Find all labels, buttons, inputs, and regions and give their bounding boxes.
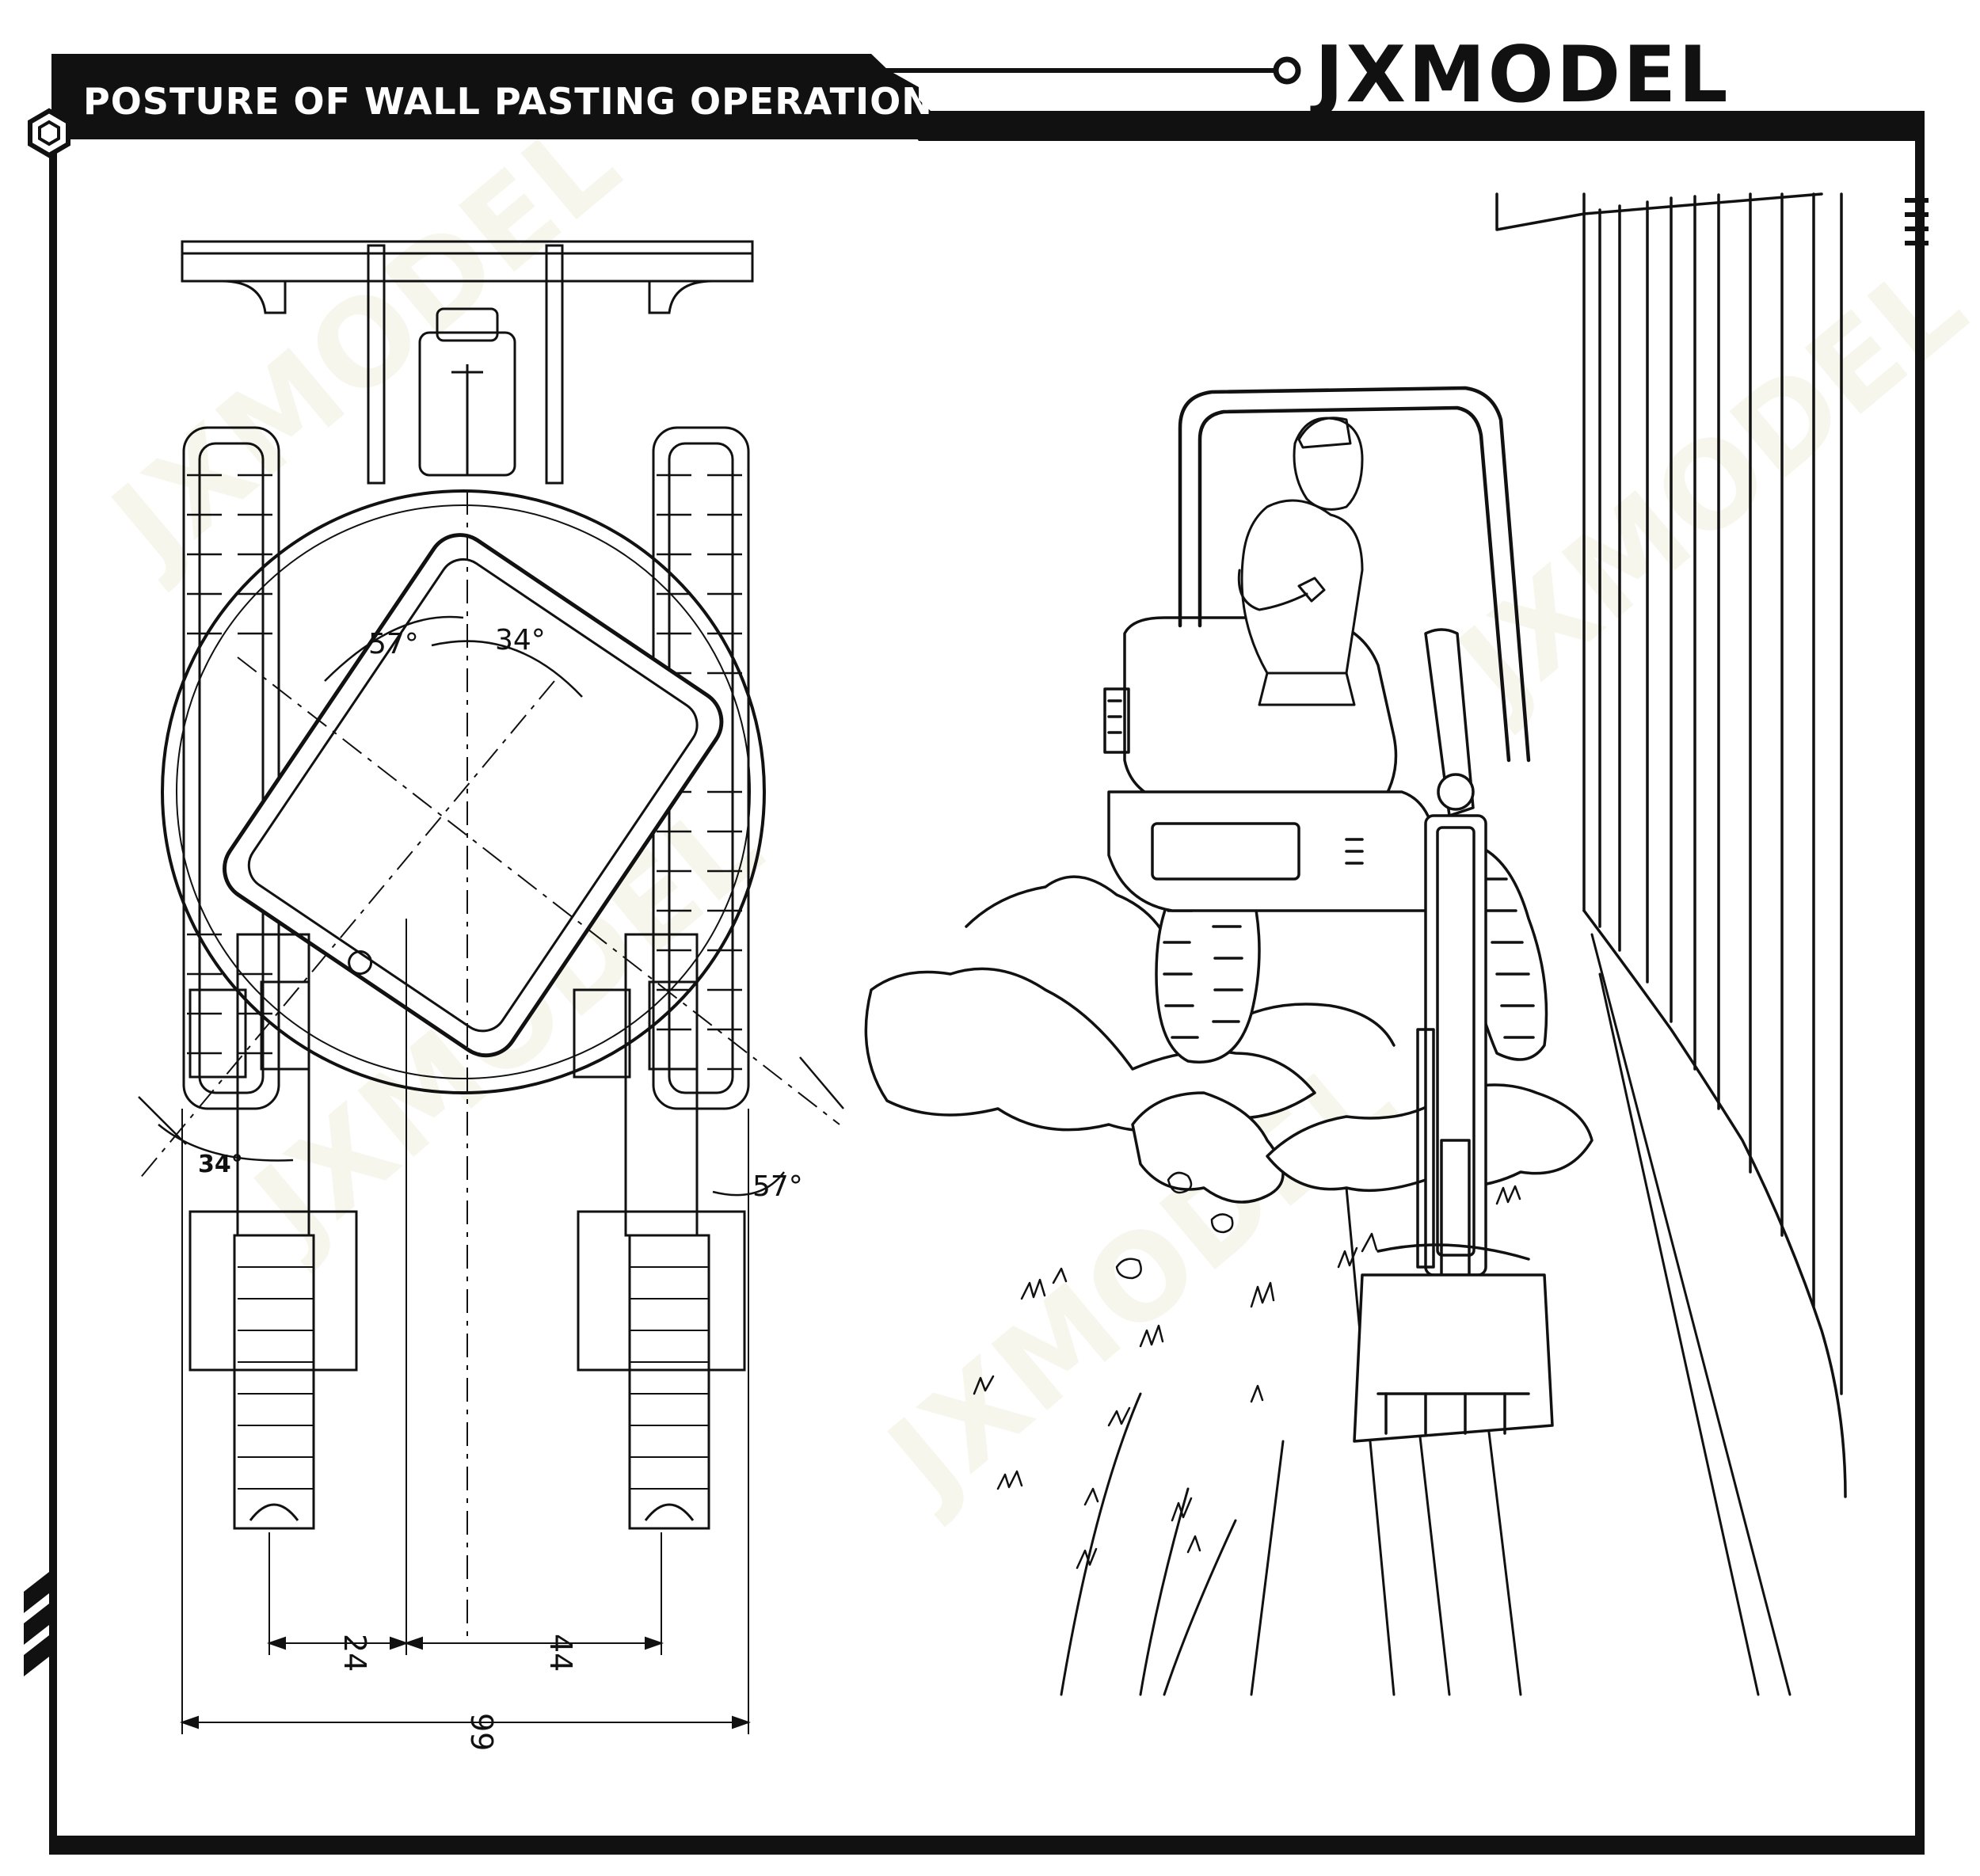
dimension-label-24: 24 [337, 1634, 372, 1672]
left-track [182, 426, 280, 1110]
side-stripe [24, 1635, 49, 1676]
angle-label-34-boom: 34° [198, 1151, 243, 1178]
side-stripe [24, 1572, 49, 1613]
title-tab [51, 54, 919, 139]
side-tick [1905, 198, 1929, 203]
header-node-icon [1273, 56, 1301, 85]
centerlines [138, 491, 840, 1639]
watermark-text: JXMODEL [82, 94, 644, 597]
dimension-label-99: 99 [464, 1713, 499, 1751]
frame-bottom [49, 1836, 1925, 1855]
small-rocks [1115, 1171, 1234, 1280]
grass-tufts [973, 1185, 1521, 1570]
side-tick [1905, 212, 1929, 217]
frame-right [1915, 139, 1925, 1854]
side-tick [1905, 241, 1929, 245]
frame [24, 54, 1929, 1855]
top-view-drawing [138, 240, 844, 1734]
angle-label-57-top: 57° [368, 628, 419, 660]
right-boom [573, 933, 746, 1530]
swing-circle [161, 489, 766, 1094]
angle-label-57-boom: 57° [752, 1170, 803, 1203]
dimension-label-44: 44 [543, 1634, 578, 1672]
hex-bolt-icon [28, 108, 70, 158]
corner-top-right [1893, 111, 1925, 141]
canopy-frame [1178, 386, 1531, 763]
left-boom [188, 933, 358, 1530]
building-wall [1495, 192, 1847, 1498]
boom-details [238, 1266, 709, 1490]
angle-arcs [138, 615, 844, 1197]
side-stripe [24, 1604, 49, 1645]
watermark-text: JXMODEL [1429, 237, 1980, 740]
swing-circle-inner [176, 504, 751, 1079]
brand-logo: JXMODEL [1315, 30, 1731, 120]
perspective-illustration [864, 192, 1847, 1696]
excavator-boom-arm [1416, 628, 1487, 1300]
annotation-labels: 57° 34° 34° 57° 24 44 99 [198, 624, 803, 1751]
dimension-lines [179, 919, 752, 1734]
rotated-cab [223, 533, 724, 1058]
page-title: POSTURE OF WALL PASTING OPERATION [83, 80, 933, 123]
dozer-blade [181, 240, 754, 485]
track-cleats [187, 474, 742, 1071]
header-rail [871, 68, 1275, 73]
frame-left [49, 139, 57, 1854]
angle-label-34-top: 34° [495, 624, 546, 656]
excavator-bucket [1353, 1243, 1554, 1443]
header-bar [859, 54, 1925, 141]
cab-seat [418, 307, 516, 477]
operator-figure [1237, 417, 1364, 706]
side-tick [1905, 226, 1929, 231]
